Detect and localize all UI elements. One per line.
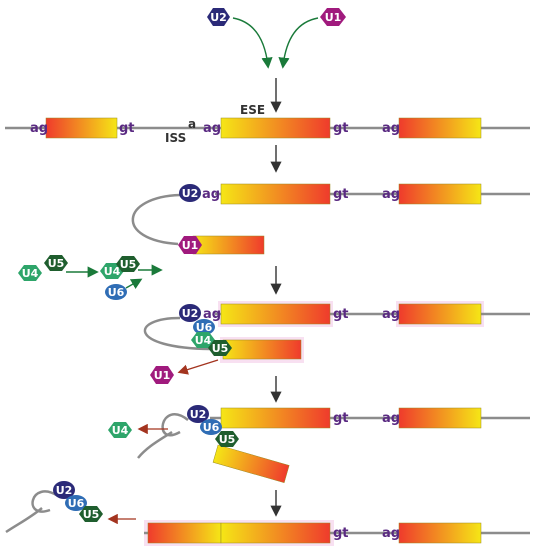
stage-3-b-complex: ag gt ag U2 U6 U4 U5 U1	[143, 301, 530, 403]
stage4-ag-3: ag	[382, 411, 400, 426]
red-arrow-u1-release	[177, 359, 219, 375]
stage2-u2: U2	[179, 184, 201, 202]
u1-label: U1	[325, 11, 342, 24]
svg-text:U2: U2	[182, 307, 199, 320]
svg-text:U2: U2	[56, 484, 73, 497]
stage3-exon-3	[398, 303, 482, 325]
stage2-ag-3: ag	[382, 187, 400, 202]
stage4-exon-2	[220, 407, 331, 429]
gt-label-1: gt	[119, 121, 135, 136]
stage5-ag-3: ag	[382, 526, 400, 541]
stage5-tail	[5, 507, 43, 534]
branch-point-a: a	[188, 117, 196, 131]
stage4-u6: U6	[200, 419, 222, 435]
green-curve-arrow-u2	[232, 17, 273, 69]
stage3-u5: U5	[208, 340, 232, 356]
complex-u5: U5	[116, 256, 140, 272]
svg-text:U6: U6	[108, 286, 125, 299]
exon-3	[398, 117, 482, 139]
stage3-u6: U6	[193, 319, 215, 335]
stage5-u5: U5	[79, 506, 103, 522]
stage3-u2: U2	[179, 304, 201, 322]
free-u4: U4	[18, 265, 42, 281]
stage-0-recruitment: U2 U1	[207, 8, 346, 113]
stage3-exon-1	[222, 339, 302, 360]
u2-label: U2	[210, 11, 227, 24]
stage4-exon-1-tilted	[212, 444, 290, 484]
svg-text:U5: U5	[120, 258, 137, 271]
stage-2-e-complex: ag gt ag U2 U1	[131, 183, 530, 295]
gt-label-2: gt	[333, 121, 349, 136]
svg-text:U5: U5	[48, 257, 65, 270]
ag-label-3: ag	[382, 121, 400, 136]
green-curve-arrow-u1	[278, 17, 319, 69]
exon-1	[45, 117, 118, 139]
stage4-gt: gt	[333, 411, 349, 426]
stage5-gt: gt	[333, 526, 349, 541]
stage3-u4: U4	[191, 332, 215, 348]
stage2-ag: ag	[202, 187, 220, 202]
stage2-exon-1	[192, 235, 265, 255]
complex-u4: U4	[100, 263, 124, 279]
green-arrow-u6	[125, 278, 143, 290]
svg-text:U2: U2	[182, 187, 199, 200]
stage5-exon-2	[220, 522, 331, 544]
svg-text:U6: U6	[68, 497, 85, 510]
svg-text:U4: U4	[195, 334, 212, 347]
stage4-u5: U5	[215, 431, 239, 447]
free-u6: U6	[105, 284, 127, 300]
stage-1-pre-mrna: ag gt ag gt ag a ESE ISS	[5, 103, 530, 173]
exon-2	[220, 117, 331, 139]
stage2-exon-2	[220, 183, 331, 205]
svg-text:U4: U4	[112, 424, 129, 437]
svg-text:U4: U4	[104, 265, 121, 278]
iss-label: ISS	[165, 131, 186, 145]
stage5-u6: U6	[65, 495, 87, 511]
svg-text:U1: U1	[182, 239, 199, 252]
stage5-u2: U2	[53, 481, 75, 499]
svg-text:U6: U6	[203, 421, 220, 434]
free-u5: U5	[44, 255, 68, 271]
released-u4: U4	[108, 422, 132, 438]
stage5-lariat	[31, 490, 59, 513]
stage4-tail	[137, 430, 173, 459]
ag-label-1: ag	[30, 121, 48, 136]
stage2-gt: gt	[333, 187, 349, 202]
stage2-exon-3	[398, 183, 482, 205]
stage4-lariat	[161, 413, 189, 437]
svg-text:U5: U5	[219, 433, 236, 446]
svg-text:U5: U5	[83, 508, 100, 521]
tri-snrnp-assembly: U5 U4 U4 U5 U6	[18, 255, 163, 300]
u1-snrnp-top: U1	[320, 8, 346, 26]
stage3-ag-3: ag	[382, 307, 400, 322]
svg-text:U6: U6	[196, 321, 213, 334]
stage-4-activated: gt ag U2 U6 U5 U4	[108, 405, 530, 517]
stage3-gt: gt	[333, 307, 349, 322]
stage3-exon-2	[220, 303, 331, 325]
svg-text:U4: U4	[22, 267, 39, 280]
stage5-exon-3	[398, 522, 482, 544]
u2-snrnp-top: U2	[207, 8, 230, 26]
stage3-intron-loop	[143, 316, 211, 351]
svg-text:U2: U2	[190, 408, 207, 421]
stage3-ag: ag	[203, 307, 221, 322]
svg-text:U1: U1	[154, 369, 171, 382]
stage2-intron-loop	[131, 193, 181, 246]
stage-5-spliced: gt ag U2 U6 U5	[5, 481, 530, 546]
stage4-u2: U2	[187, 405, 209, 423]
stage5-exon-1	[147, 522, 222, 544]
released-u1: U1	[150, 366, 174, 384]
ese-label: ESE	[240, 103, 265, 117]
svg-text:U5: U5	[212, 342, 229, 355]
stage2-u1: U1	[178, 236, 202, 254]
stage4-exon-3	[398, 407, 482, 429]
ag-label-2: ag	[203, 121, 221, 136]
